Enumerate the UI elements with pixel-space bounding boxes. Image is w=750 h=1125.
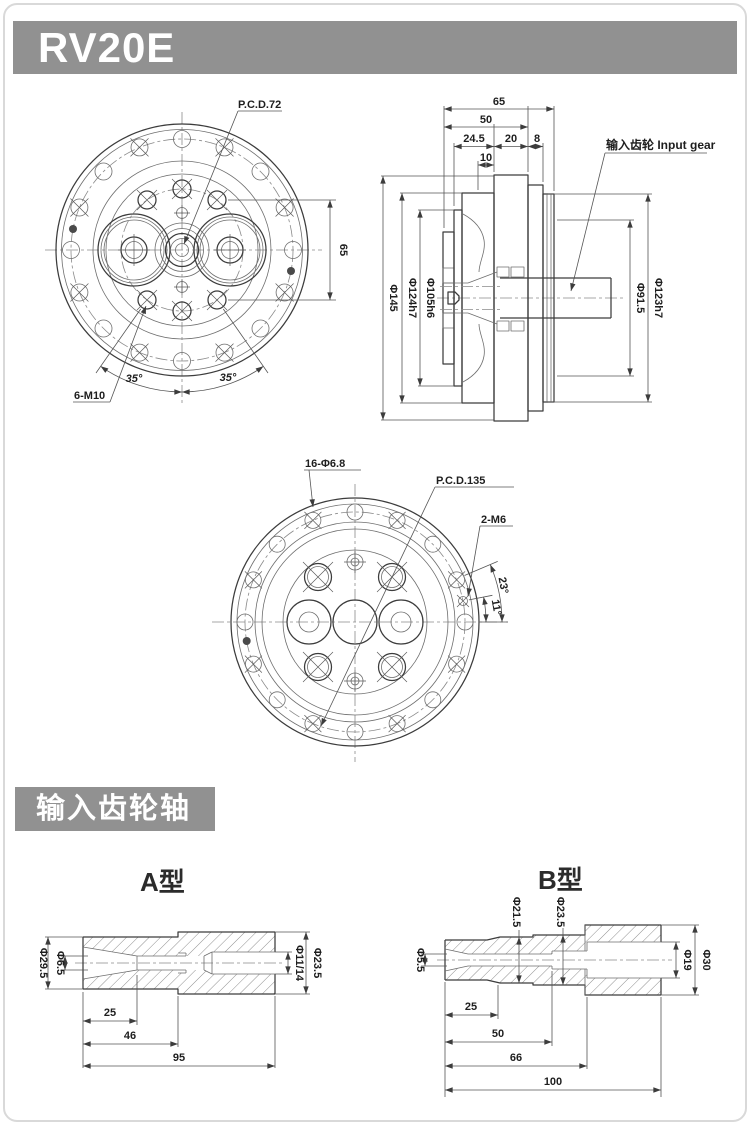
holes-label: 16-Φ6.8 [305, 458, 345, 470]
center-hub [154, 222, 210, 278]
type-a-shaft: Φ29.5 Φ6.5 Φ11/14 Φ23.5 25 46 95 [37, 931, 323, 1069]
model-title-bar: RV20E [13, 21, 737, 74]
model-title: RV20E [38, 24, 176, 71]
dia-19: Φ19 [681, 949, 693, 970]
dia-91-5: Φ91.5 [634, 283, 646, 313]
len-46: 46 [124, 1030, 136, 1042]
front-view-dimensions: P.C.D.72 6-M10 35° 35° 65 [73, 99, 349, 403]
type-a-dimensions: Φ29.5 Φ6.5 Φ11/14 Φ23.5 25 46 95 [37, 931, 323, 1069]
shaft-section-header: 输入齿轮轴 [15, 787, 215, 831]
len-95: 95 [173, 1052, 185, 1064]
dia-145: Φ145 [387, 284, 399, 311]
len-25-b: 25 [465, 1001, 477, 1013]
dim-8: 8 [534, 133, 540, 145]
section-right-dimensions: Φ91.5 Φ123h7 [548, 193, 664, 403]
dia-30: Φ30 [700, 949, 712, 970]
type-b-shaft: Φ5.5 Φ21.5 Φ23.5 Φ19 Φ30 25 50 66 [414, 897, 712, 1097]
dia-23-5-b: Φ23.5 [554, 897, 566, 927]
angle-inner-label: 11° [489, 599, 504, 617]
pcd-label: P.C.D.72 [238, 99, 281, 111]
dowel-hole [69, 225, 77, 233]
dim-20: 20 [505, 133, 517, 145]
spur-gear-right [193, 213, 267, 287]
angle-left-label: 35° [126, 373, 143, 385]
input-gear-callout: 输入齿轮 Input gear [570, 137, 716, 292]
rear-socket-bolts [302, 561, 408, 683]
dia-105h6: Φ105h6 [424, 278, 436, 318]
shaft-section-title: 输入齿轮轴 [36, 793, 192, 825]
rear-view: 16-Φ6.8 P.C.D.135 2-M6 23° 11° [212, 458, 514, 762]
dia-6-5: Φ6.5 [54, 951, 66, 975]
dim-65: 65 [493, 96, 505, 108]
dowel-hole [287, 267, 295, 275]
dim-10: 10 [480, 152, 492, 164]
len-25: 25 [104, 1007, 116, 1019]
rear-rim-holes [236, 503, 474, 741]
angle-right-label: 35° [220, 372, 237, 384]
tap-label: 2-M6 [481, 514, 506, 526]
rear-pcd-label: P.C.D.135 [436, 475, 485, 487]
dim-50: 50 [480, 114, 492, 126]
dowel-hole [242, 637, 251, 645]
dia-29-5: Φ29.5 [37, 948, 49, 978]
section-view: 65 50 24.5 20 8 10 Φ145 Φ124h7 [380, 96, 716, 422]
dim-24-5: 24.5 [463, 133, 484, 145]
section-top-dimensions: 65 50 24.5 20 8 10 [443, 96, 555, 228]
dia-11-14: Φ11/14 [293, 945, 305, 982]
height-dim: 65 [337, 244, 349, 256]
angle-outer-label: 23° [496, 576, 511, 594]
type-b-title: B型 [538, 865, 583, 895]
rim-bolt-holes [62, 130, 302, 370]
len-66: 66 [510, 1052, 522, 1064]
len-100: 100 [544, 1076, 562, 1088]
bolt-count-label: 6-M10 [74, 390, 105, 402]
dia-5-5: Φ5.5 [414, 948, 426, 972]
front-view: P.C.D.72 6-M10 35° 35° 65 [45, 99, 349, 404]
rear-view-dimensions: 16-Φ6.8 P.C.D.135 2-M6 23° 11° [304, 458, 514, 727]
dia-21-5: Φ21.5 [510, 897, 522, 927]
m10-holes [136, 178, 228, 322]
dia-124h7: Φ124h7 [406, 278, 418, 318]
rear-inner-bores [286, 599, 424, 645]
type-b-dimensions: Φ5.5 Φ21.5 Φ23.5 Φ19 Φ30 25 50 66 [414, 897, 712, 1097]
input-gear-label: 输入齿轮 Input gear [606, 137, 716, 152]
dia-23-5: Φ23.5 [311, 948, 323, 978]
dia-123h7: Φ123h7 [652, 278, 664, 318]
spur-gear-left [97, 213, 171, 287]
len-50: 50 [492, 1028, 504, 1040]
type-a-title: A型 [140, 867, 185, 897]
section-left-dimensions: Φ145 Φ124h7 Φ105h6 [380, 175, 494, 421]
